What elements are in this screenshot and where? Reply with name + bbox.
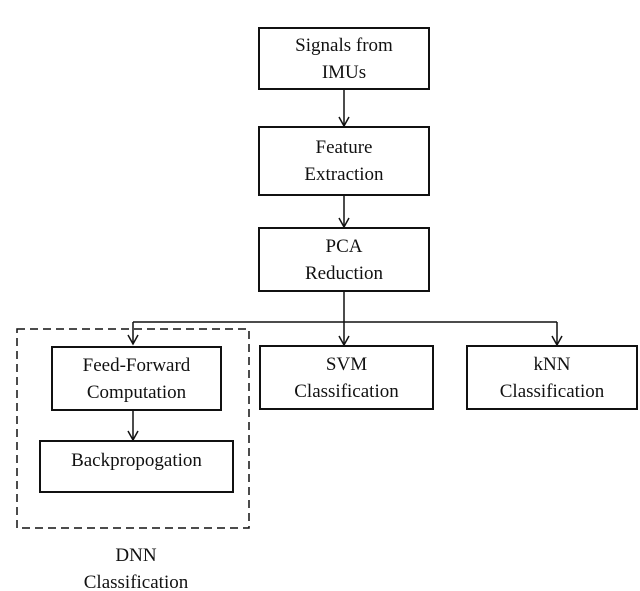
node-text: Extraction xyxy=(304,164,384,185)
node-text: Reduction xyxy=(304,262,384,284)
group-label-line: DNN xyxy=(115,545,157,566)
dnn-group-border xyxy=(16,328,250,529)
node-text: Feature xyxy=(315,137,373,158)
group-label-line: Classification xyxy=(83,572,189,591)
node-backprop: Backpropogation xyxy=(39,440,234,493)
dnn-group-label: DNN Classification xyxy=(36,542,236,591)
node-text: Computation xyxy=(86,381,187,403)
node-text: Classification xyxy=(294,380,399,402)
node-text: SVM xyxy=(325,353,368,375)
node-text: kNN xyxy=(533,353,571,375)
node-knn: kNN Classification xyxy=(466,345,638,410)
node-text: Signals from xyxy=(295,34,393,56)
node-text: PCA xyxy=(325,235,363,257)
node-text: Classification xyxy=(499,380,605,402)
node-text: Feed-Forward xyxy=(82,354,191,376)
node-pca: PCA Reduction xyxy=(258,227,430,292)
node-text: Backpropogation xyxy=(71,450,202,471)
node-svm: SVM Classification xyxy=(259,345,434,410)
node-text: IMUs xyxy=(321,61,367,83)
